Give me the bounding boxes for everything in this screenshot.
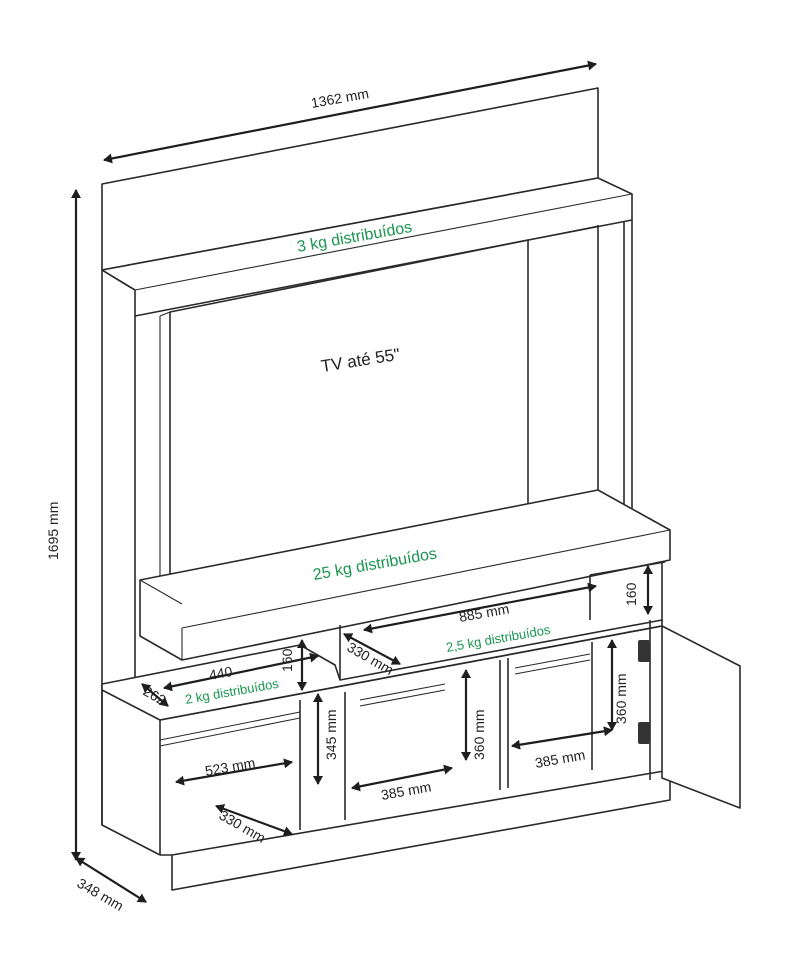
- shelf-right-height-label: 160: [623, 582, 639, 606]
- dim-shelf-right-width: [363, 582, 597, 634]
- cabinet-body: [101, 625, 671, 891]
- dim-left-niche-width: [175, 758, 293, 786]
- cabinet-inner-shelves: [159, 653, 591, 747]
- shelf-right-width-label: 885 mm: [458, 600, 511, 625]
- cabinet-top: [101, 619, 663, 721]
- door-height-label: 360 mm: [613, 673, 629, 724]
- height-total-label: 1695 mm: [45, 502, 61, 560]
- dim-right-niche-width: [511, 726, 613, 750]
- dim-depth-total: [75, 857, 147, 903]
- depth-total-label: 348 mm: [75, 875, 127, 914]
- center-niche-height-label: 360 mm: [471, 709, 487, 760]
- dimension-lines: [71, 60, 653, 903]
- dim-width-total: [103, 60, 597, 164]
- hinge-icon: [638, 640, 650, 744]
- left-upright: [101, 269, 161, 856]
- dim-shelf-right-depth: [343, 633, 401, 665]
- width-total-label: 1362 mm: [310, 85, 370, 111]
- cabinet-door: [661, 625, 741, 809]
- dim-shelf-left-width: [163, 652, 319, 692]
- dim-shelf-left-depth: [141, 683, 169, 707]
- right-upright: [597, 220, 633, 515]
- top-shelf-front: [134, 193, 633, 291]
- main-shelf: [139, 489, 671, 661]
- tv-side-left: [159, 311, 171, 580]
- dim-left-niche-depth: [215, 804, 293, 836]
- right-niche-width-label: 385 mm: [534, 746, 587, 771]
- cabinet-dividers: [299, 620, 651, 830]
- left-niche-depth-label: 330 mm: [217, 807, 269, 846]
- shelf-left-width-label: 440: [208, 663, 234, 683]
- center-niche-width-label: 385 mm: [380, 778, 433, 803]
- left-niche-height-label: 345 mm: [323, 709, 339, 760]
- tv-label: TV até 55": [320, 345, 402, 376]
- dim-center-niche-width: [351, 764, 453, 792]
- shelf-left-height-label: 160: [279, 648, 295, 672]
- left-niche-width-label: 523 mm: [204, 754, 257, 779]
- tv-side-right: [527, 225, 599, 241]
